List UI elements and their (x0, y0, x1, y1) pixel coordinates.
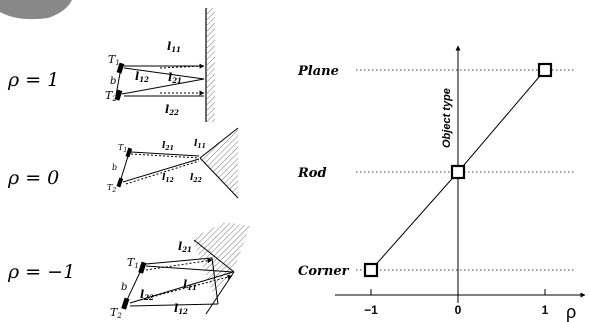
baseline-b: b (110, 76, 116, 87)
svg-text:T1: T1 (118, 143, 127, 154)
row-corner-diagram: ρ = −1 T1 T2 b l21 l11 l22 l12 (7, 222, 250, 320)
category-label-corner: Corner (298, 264, 350, 279)
x-tick-label: −1 (364, 303, 378, 317)
svg-text:l11: l11 (194, 139, 206, 150)
category-label-rod: Rod (297, 166, 327, 181)
data-point-plane (537, 62, 553, 78)
path-l11: l11 (167, 40, 181, 54)
y-axis-label: Object type (441, 88, 453, 148)
data-point-rod (450, 164, 466, 180)
x-tick-label: 1 (542, 303, 549, 317)
path-l21: l21 (168, 71, 182, 85)
path-l22: l22 (165, 103, 179, 117)
row-plane-diagram: ρ = 1 T1 T2 b l11 l12 l21 l22 (7, 8, 215, 122)
category-label-plane: Plane (297, 64, 339, 79)
svg-text:T2: T2 (107, 183, 116, 194)
x-tick-label: 0 (455, 303, 462, 317)
data-point-corner (363, 262, 379, 278)
sensor-t2 (114, 89, 123, 101)
svg-text:l11: l11 (183, 278, 197, 292)
x-axis-label: ρ (566, 302, 576, 322)
svg-text:l12: l12 (162, 173, 174, 184)
svg-text:l21: l21 (178, 240, 192, 254)
svg-text:b: b (121, 282, 127, 293)
svg-text:T2: T2 (110, 306, 122, 320)
row-rod-diagram: ρ = 0 T1 T2 b l11 l21 l12 l22 (7, 127, 239, 199)
path-l12: l12 (135, 70, 149, 84)
object-type-chart: Object type ρ Corner Rod Plane −1 0 1 (297, 45, 586, 322)
svg-text:T1: T1 (127, 256, 139, 270)
svg-text:l21: l21 (162, 141, 174, 152)
svg-text:l12: l12 (174, 302, 188, 316)
t1-label: T1 (108, 53, 120, 67)
rho-label-row3: ρ = −1 (7, 261, 75, 283)
t2-label: T2 (105, 89, 117, 103)
svg-text:b: b (112, 163, 117, 172)
svg-text:l22: l22 (140, 288, 154, 302)
rho-label-row2: ρ = 0 (7, 167, 59, 189)
corner-blob (0, 0, 72, 20)
svg-text:l22: l22 (190, 173, 202, 184)
rho-label-row1: ρ = 1 (7, 69, 59, 91)
